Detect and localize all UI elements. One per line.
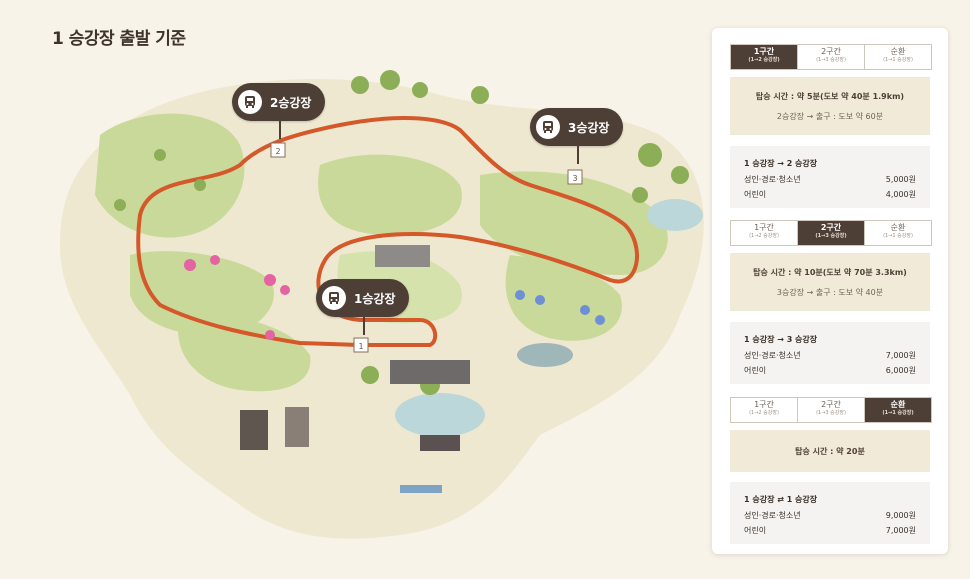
ride-time: 탑승 시간 : 약 10분(도보 약 70분 3.3km) <box>753 268 907 277</box>
ride-time: 탑승 시간 : 약 5분(도보 약 40분 1.9km) <box>755 92 905 101</box>
station-marker-2-label: 2 <box>275 147 280 156</box>
pond-east <box>647 199 703 231</box>
ride-time: 탑승 시간 : 약 20분 <box>795 447 865 456</box>
visitor-center <box>390 360 470 384</box>
ride-time-box: 탑승 시간 : 약 10분(도보 약 70분 3.3km) 3승강장 → 출구 … <box>730 253 930 311</box>
pond-center <box>395 393 485 437</box>
zone-west <box>130 251 274 336</box>
tab-section-2[interactable]: 2구간(1→3 승강장) <box>797 221 864 245</box>
walk-time: 2승강장 → 출구 : 도보 약 60분 <box>776 112 884 121</box>
zone-southwest <box>178 314 311 392</box>
station-3-pin <box>576 146 579 164</box>
tree-cluster <box>114 70 689 395</box>
hanok-building <box>420 435 460 451</box>
tab-loop[interactable]: 순환(1→1 승강장) <box>864 398 931 422</box>
zone-east <box>505 255 622 341</box>
section-tabs: 1구간(1→2 승강장) 2구간(1→3 승강장) 순환(1→1 승강장) <box>730 44 932 70</box>
station-3-name: 3승강장 <box>568 120 610 135</box>
station-marker-1-label: 1 <box>358 342 363 351</box>
facility-building-1 <box>240 410 268 450</box>
tab-section-1[interactable]: 1구간(1→2 승강장) <box>749 400 779 416</box>
station-2-label[interactable]: 2승강장 <box>232 83 326 139</box>
pond-south <box>517 343 573 367</box>
station-marker-2: 2 <box>270 142 286 158</box>
monorail-icon <box>238 90 262 114</box>
station-marker-3: 3 <box>567 169 583 185</box>
facility-building-2 <box>285 407 309 447</box>
ride-time-box: 탑승 시간 : 약 20분 <box>730 430 930 472</box>
tab-loop[interactable]: 순환(1→1 승강장) <box>864 45 931 69</box>
station-marker-3-label: 3 <box>572 174 577 183</box>
flower-cluster <box>184 255 290 340</box>
station-1-name: 1승강장 <box>354 291 396 306</box>
route-label: 1 승강장 → 3 승강장 <box>744 335 818 344</box>
station-1-label[interactable]: 1승강장 <box>316 279 410 335</box>
zone-northeast <box>480 171 668 275</box>
entrance-gate <box>400 485 442 493</box>
zone-center-top <box>318 154 462 235</box>
section-tabs: 1구간(1→2 승강장) 2구간(1→3 승강장) 순환(1→1 승강장) <box>730 220 932 246</box>
section-tabs: 1구간(1→2 승강장) 2구간(1→3 승강장) 순환(1→1 승강장) <box>730 397 932 423</box>
station-marker-1: 1 <box>353 337 369 353</box>
route-label: 1 승강장 ⇄ 1 승강장 <box>744 495 818 504</box>
station-2-pin <box>278 121 281 139</box>
page-title: 1 승강장 출발 기준 <box>52 29 186 49</box>
fare-info-panel: 1구간(1→2 승강장) 2구간(1→3 승강장) 순환(1→1 승강장) 탑승… <box>712 28 948 554</box>
monorail-route <box>136 116 639 347</box>
zone-northwest <box>95 113 245 238</box>
station-2-name: 2승강장 <box>270 95 312 110</box>
monorail-icon <box>536 115 560 139</box>
route-label: 1 승강장 → 2 승강장 <box>744 159 818 168</box>
tab-section-2[interactable]: 2구간(1→3 승강장) <box>797 45 864 69</box>
station-3-label[interactable]: 3승강장 <box>530 108 624 164</box>
greenhouse-building <box>375 245 430 267</box>
tab-section-2[interactable]: 2구간(1→3 승강장) <box>797 398 864 422</box>
blue-flower-cluster <box>515 290 605 325</box>
monorail-icon <box>322 286 346 310</box>
tab-loop[interactable]: 순환(1→1 승강장) <box>864 221 931 245</box>
tab-section-1[interactable]: 1구간(1→2 승강장) <box>731 45 797 69</box>
walk-time: 3승강장 → 출구 : 도보 약 40분 <box>776 288 884 297</box>
tab-section-1[interactable]: 1구간(1→2 승강장) <box>749 223 779 239</box>
ride-time-box: 탑승 시간 : 약 5분(도보 약 40분 1.9km) 2승강장 → 출구 :… <box>730 77 930 135</box>
station-1-pin <box>362 317 365 335</box>
